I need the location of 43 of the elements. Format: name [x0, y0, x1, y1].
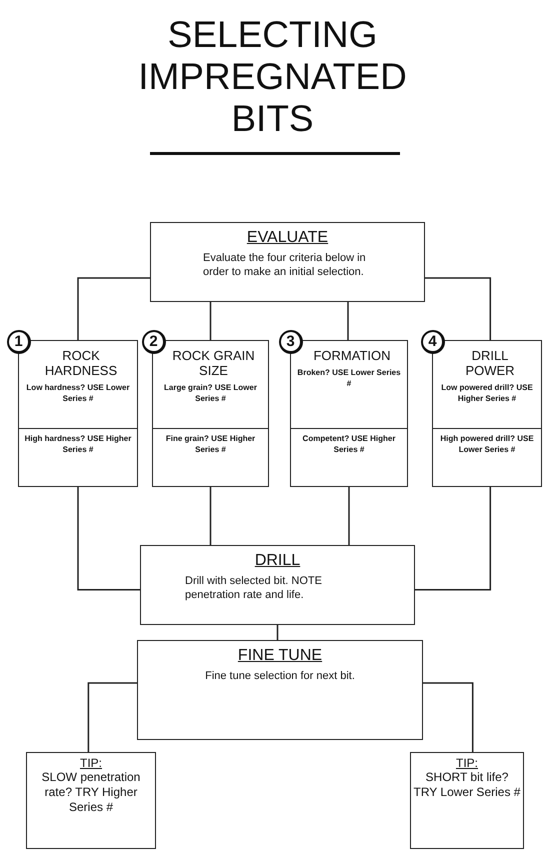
number-circle: 1	[7, 330, 31, 354]
criterion-rule: Broken? USE Lower Series #	[296, 367, 402, 389]
tip-text: SLOW penetration rate? TRY Higher Series #	[40, 770, 142, 815]
criterion-rule: High powered drill? USE Lower Series #	[439, 433, 535, 455]
connector-line	[77, 277, 150, 340]
connector-line	[347, 302, 349, 340]
criterion-rule: Low hardness? USE Lower Series #	[25, 382, 131, 404]
tip-box	[26, 752, 156, 849]
step-description: Evaluate the four criteria below in order to make an initial selection.	[202, 251, 367, 280]
number-circle: 4	[421, 330, 445, 354]
criterion-heading: DRILL POWER	[464, 348, 516, 378]
criterion-rule: High hardness? USE Higher Series #	[24, 433, 132, 455]
connector-line	[77, 487, 140, 591]
criterion-heading: ROCK GRAIN SIZE	[171, 348, 256, 378]
tip-text: SHORT bit life? TRY Lower Series #	[412, 770, 522, 800]
criterion-rule: Fine grain? USE Higher Series #	[164, 433, 256, 455]
criterion-heading: FORMATION	[312, 348, 392, 363]
step-heading: EVALUATE	[246, 229, 328, 247]
number-circle: 3	[279, 330, 303, 354]
connector-line	[210, 302, 212, 340]
tip-box	[410, 752, 524, 849]
step-heading: DRILL	[254, 552, 300, 570]
step-box	[150, 222, 425, 302]
step-box	[137, 640, 423, 740]
step-description: Drill with selected bit. NOTE penetration rate and life.	[184, 574, 323, 603]
criterion-heading: ROCK HARDNESS	[44, 348, 118, 378]
connector-line	[88, 682, 137, 752]
criterion-rule: Large grain? USE Lower Series #	[163, 382, 258, 404]
criterion-rule: Competent? USE Higher Series #	[302, 433, 396, 455]
step-heading: FINE TUNE	[238, 647, 322, 665]
connector-line	[348, 487, 350, 545]
number-circle: 2	[142, 330, 166, 354]
step-box	[140, 545, 415, 625]
tip-heading: TIP:	[80, 756, 102, 770]
connector-line	[210, 487, 212, 545]
tip-heading: TIP:	[456, 756, 478, 770]
step-description: Fine tune selection for next bit.	[204, 669, 356, 684]
criterion-rule: Low powered drill? USE Higher Series #	[440, 382, 534, 404]
connector-line	[425, 277, 492, 340]
title: SELECTING IMPREGNATED BITS	[137, 14, 408, 140]
connector-line	[276, 625, 278, 640]
connector-line	[423, 682, 474, 752]
connector-line	[415, 487, 492, 591]
